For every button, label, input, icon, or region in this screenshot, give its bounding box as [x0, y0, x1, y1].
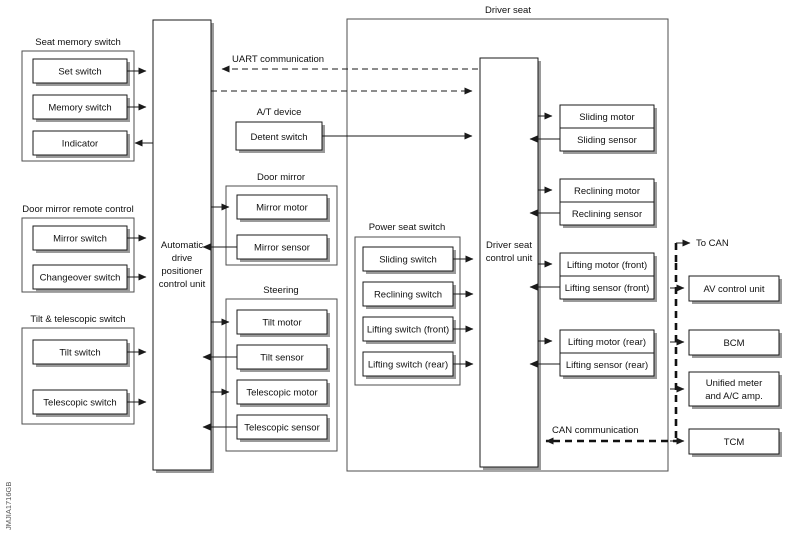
adp-line-2: positioner — [161, 266, 202, 277]
box-lifting-switch-rear[interactable] — [362, 351, 454, 377]
box-reclining-switch[interactable] — [362, 281, 454, 307]
box-mirror-sensor[interactable] — [236, 234, 328, 260]
group-door-mirror-label: Door mirror — [257, 172, 305, 183]
box-unified-meter[interactable] — [688, 371, 780, 407]
group-driver-seat-label: Driver seat — [485, 5, 531, 16]
label-lifting-motor-rear: Lifting motor (rear) — [568, 337, 646, 348]
label-mirror-sensor: Mirror sensor — [254, 243, 310, 254]
label-telescopic-switch: Telescopic switch — [43, 398, 116, 409]
uart-label: UART communication — [232, 54, 324, 65]
label-tilt-motor: Tilt motor — [262, 318, 301, 329]
group-door-mirror: Door mirror Mirror motor Mirror sensor — [202, 172, 338, 266]
label-reclining-sensor: Reclining sensor — [572, 209, 642, 220]
label-tilt-switch: Tilt switch — [59, 348, 100, 359]
label-lifting-sensor-front: Lifting sensor (front) — [565, 283, 649, 294]
figure-code: JMJIA1716GB — [4, 482, 13, 530]
label-memory-switch: Memory switch — [48, 103, 111, 114]
box-sliding-switch[interactable] — [362, 246, 454, 272]
box-bcm[interactable] — [688, 329, 780, 356]
box-telescopic-motor[interactable] — [236, 379, 328, 405]
label-indicator: Indicator — [62, 139, 98, 150]
can-label: CAN communication — [552, 425, 639, 436]
adp-line-1: drive — [172, 253, 193, 264]
label-lifting-switch-rear: Lifting switch (rear) — [368, 360, 448, 371]
group-steering: Steering Tilt motor Tilt sensor Telescop… — [202, 285, 338, 452]
label-tilt-sensor: Tilt sensor — [260, 353, 303, 364]
can-communication: CAN communication To CAN — [545, 238, 729, 445]
box-tilt-sensor[interactable] — [236, 344, 328, 370]
label-sliding-sensor: Sliding sensor — [577, 135, 637, 146]
box-telescopic-switch[interactable] — [32, 389, 128, 415]
label-mirror-motor: Mirror motor — [256, 203, 308, 214]
label-mirror-switch: Mirror switch — [53, 234, 107, 245]
box-mirror-motor[interactable] — [236, 194, 328, 220]
box-av-control-unit[interactable] — [688, 275, 780, 302]
label-bcm: BCM — [723, 338, 744, 349]
group-power-seat-switch-label: Power seat switch — [369, 222, 446, 233]
uart-communication: UART communication — [211, 54, 478, 95]
group-seat-memory-switch-label: Seat memory switch — [35, 37, 121, 48]
dscu-line-0: Driver seat — [486, 240, 532, 251]
label-sliding-switch: Sliding switch — [379, 255, 437, 266]
box-telescopic-sensor[interactable] — [236, 414, 328, 440]
group-driver-seat: Driver seat — [346, 5, 669, 472]
label-telescopic-motor: Telescopic motor — [246, 388, 317, 399]
adp-line-3: control unit — [159, 279, 206, 290]
label-lifting-sensor-rear: Lifting sensor (rear) — [566, 360, 648, 371]
label-unified-meter-line-0: Unified meter — [706, 378, 763, 389]
group-door-mirror-remote-label: Door mirror remote control — [22, 204, 133, 215]
group-at-device: A/T device Detent switch — [235, 107, 473, 153]
group-at-device-label: A/T device — [257, 107, 302, 118]
label-detent-switch: Detent switch — [250, 132, 307, 143]
box-indicator[interactable] — [32, 130, 128, 156]
label-tcm: TCM — [724, 437, 745, 448]
label-set-switch: Set switch — [58, 67, 101, 78]
label-av-control-unit: AV control unit — [703, 284, 764, 295]
figure-code-text: JMJIA1716GB — [4, 482, 13, 530]
label-telescopic-sensor: Telescopic sensor — [244, 423, 320, 434]
label-changeover-switch: Changeover switch — [40, 273, 121, 284]
driver-seat-actuators: Sliding motor Sliding sensor Reclining m… — [529, 104, 657, 379]
box-tilt-motor[interactable] — [236, 309, 328, 335]
adp-line-0: Automatic — [161, 240, 203, 251]
can-nodes: AV control unit BCM Unified meter and A/… — [688, 275, 782, 457]
group-steering-label: Steering — [263, 285, 298, 296]
group-power-seat-switch: Power seat switch Sliding switch Reclini… — [354, 222, 474, 386]
group-tilt-telescopic-label: Tilt & telescopic switch — [30, 314, 125, 325]
to-can-label: To CAN — [696, 238, 729, 249]
label-reclining-motor: Reclining motor — [574, 186, 640, 197]
group-seat-memory-switch: Seat memory switch Set switch Memory swi… — [21, 37, 153, 162]
group-tilt-telescopic-switch: Tilt & telescopic switch Tilt switch Tel… — [21, 314, 147, 425]
label-sliding-motor: Sliding motor — [579, 112, 634, 123]
label-lifting-motor-front: Lifting motor (front) — [567, 260, 647, 271]
driver-seat-control-unit: Driver seat control unit — [479, 57, 541, 470]
box-tilt-switch[interactable] — [32, 339, 128, 365]
group-door-mirror-remote-control: Door mirror remote control Mirror switch… — [21, 204, 147, 293]
label-unified-meter-line-1: and A/C amp. — [705, 391, 763, 402]
label-reclining-switch: Reclining switch — [374, 290, 442, 301]
box-detent-switch[interactable] — [235, 121, 323, 151]
label-lifting-switch-front: Lifting switch (front) — [367, 325, 449, 336]
box-mirror-switch[interactable] — [32, 225, 128, 251]
dscu-line-1: control unit — [486, 253, 533, 264]
box-tcm[interactable] — [688, 428, 780, 455]
